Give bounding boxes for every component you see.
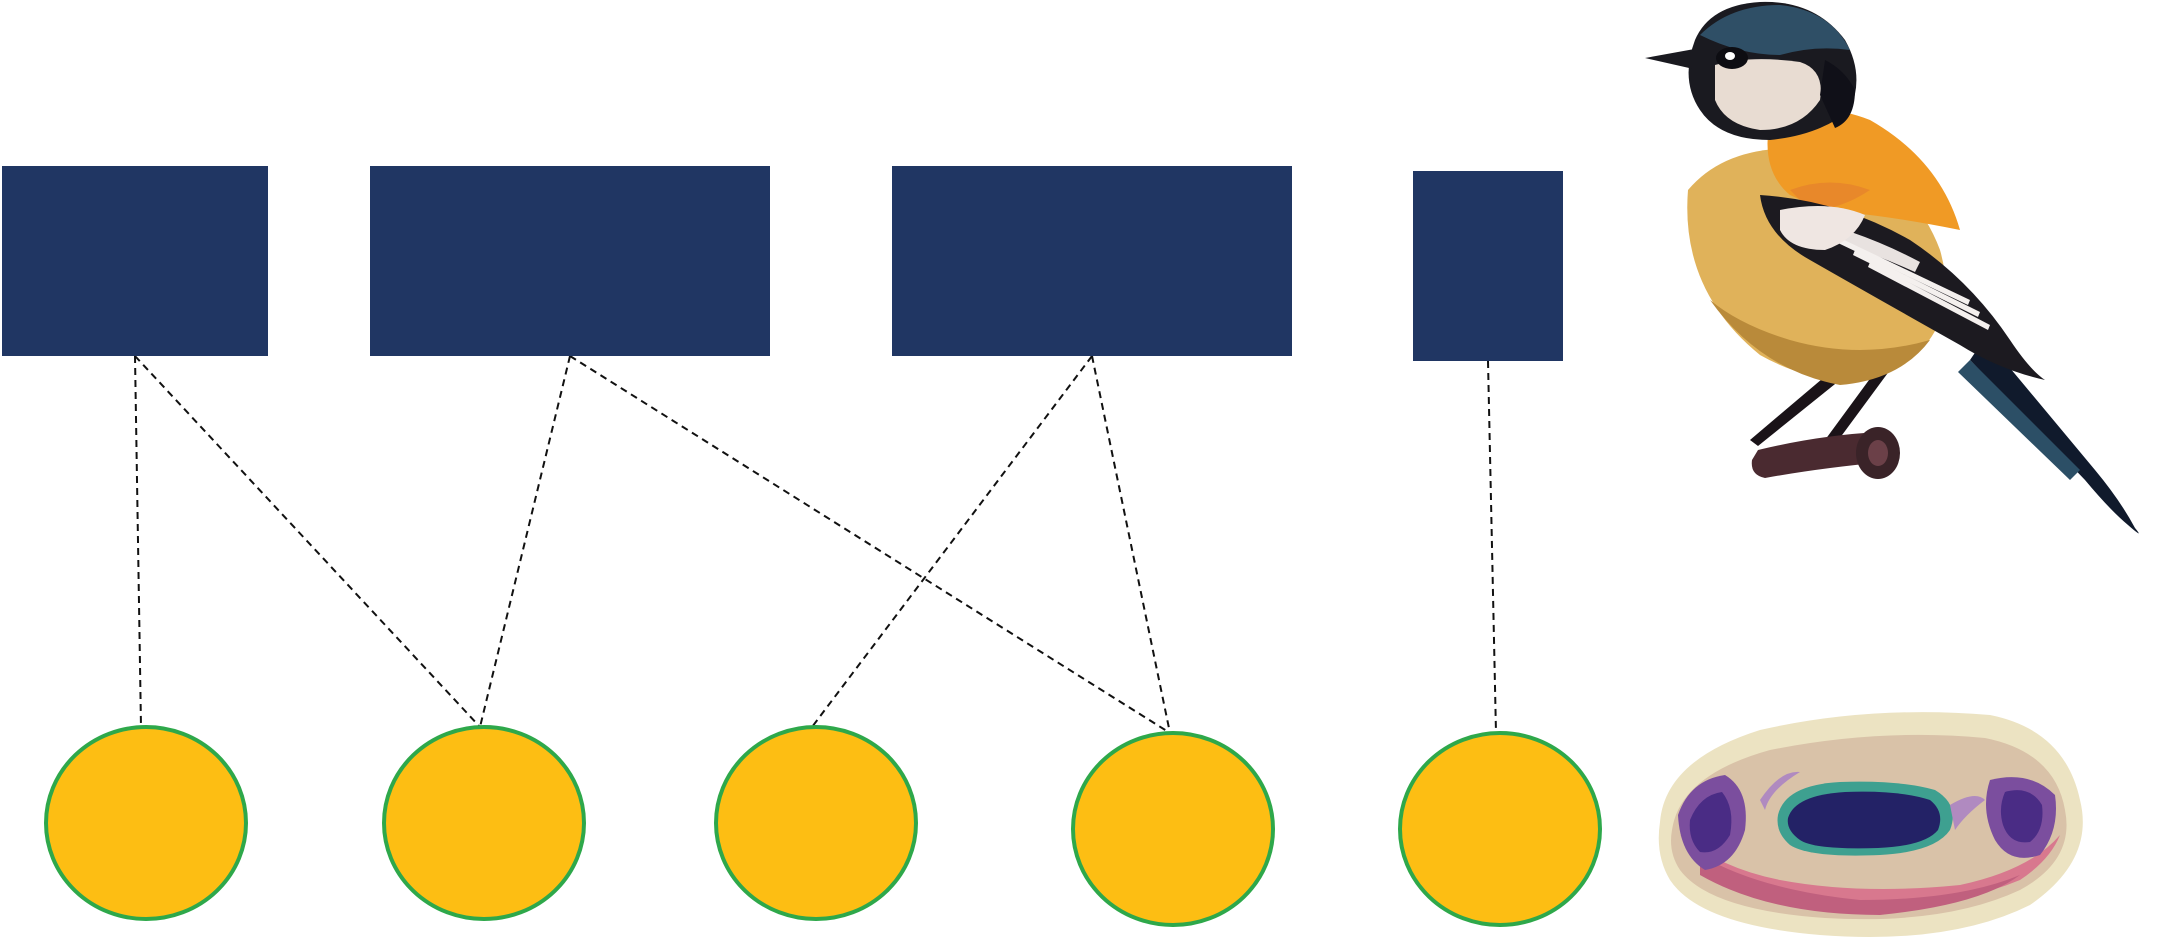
top-nodes-layer — [2, 166, 1563, 361]
edge-t3-b3 — [811, 355, 1093, 728]
edge-t1-b2 — [134, 355, 481, 728]
edge-t3-b4 — [1091, 355, 1171, 734]
edge-t2-b2 — [479, 355, 571, 728]
top-node-t3 — [892, 166, 1292, 356]
bottom-node-b3 — [714, 725, 918, 921]
top-node-t2 — [370, 166, 770, 356]
edge-t2-b4 — [569, 355, 1171, 734]
bottom-nodes-layer — [44, 725, 1602, 927]
edges-layer — [134, 355, 1497, 734]
edge-t4-b5 — [1487, 360, 1497, 734]
purple-blob-heatmap-icon — [1658, 712, 2083, 937]
top-node-t4 — [1413, 171, 1563, 361]
edge-t1-b1 — [134, 355, 142, 728]
bottom-node-b5 — [1398, 731, 1602, 927]
bottom-node-b1 — [44, 725, 248, 921]
bottom-node-b2 — [382, 725, 586, 921]
bottom-node-b4 — [1071, 731, 1275, 927]
top-node-t1 — [2, 166, 268, 356]
bird-illustration-icon — [1645, 1, 2139, 534]
